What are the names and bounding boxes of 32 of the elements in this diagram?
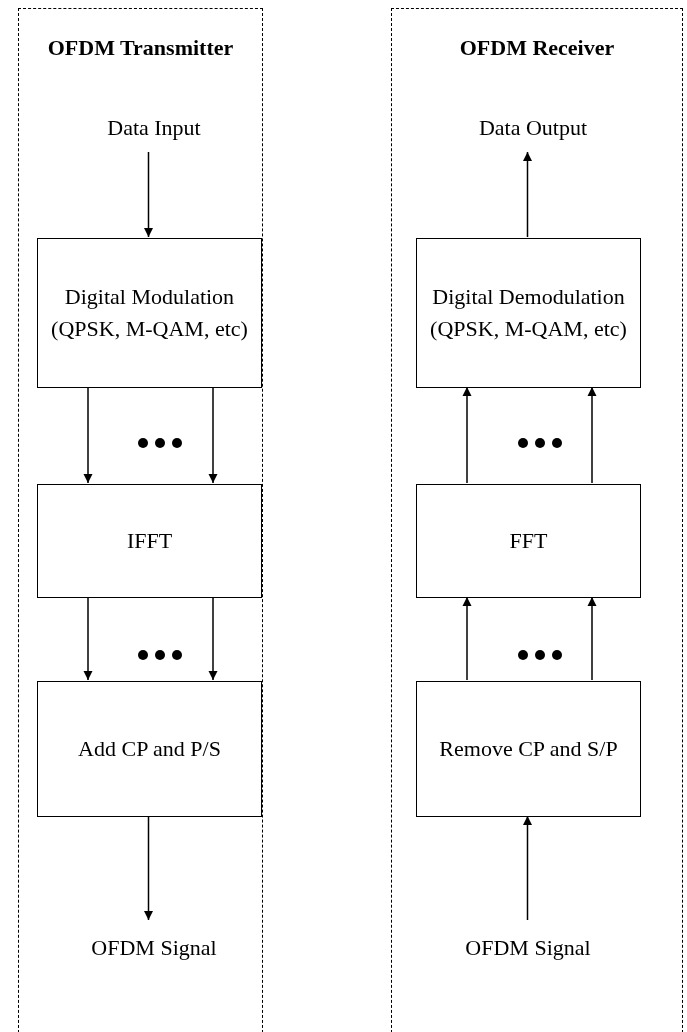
arrow (523, 815, 532, 921)
dashed-panel (391, 8, 683, 1032)
process-box (37, 484, 262, 598)
signal-label: Data Input (59, 109, 249, 145)
process-box (37, 238, 262, 388)
arrow (587, 596, 597, 681)
panel-title: OFDM Transmitter (46, 34, 235, 62)
arrow (83, 386, 93, 484)
arrow (523, 151, 532, 238)
signal-label: OFDM Signal (423, 929, 633, 965)
arrow (144, 151, 153, 238)
process-box (416, 238, 641, 388)
process-box (416, 681, 641, 817)
process-box (416, 484, 641, 598)
panel-title: OFDM Receiver (458, 34, 616, 62)
arrow (462, 596, 472, 681)
arrow (208, 596, 218, 681)
arrow (83, 596, 93, 681)
arrow (144, 815, 153, 921)
signal-label: Data Output (438, 109, 628, 145)
box-text: Add CP and P/S (78, 735, 221, 764)
signal-label: OFDM Signal (49, 929, 259, 965)
box-text: FFT (509, 527, 548, 556)
arrow (462, 386, 472, 484)
arrow (208, 386, 218, 484)
box-text: Remove CP and S/P (439, 735, 618, 764)
process-box (37, 681, 262, 817)
arrow (587, 386, 597, 484)
box-text: Digital Modulation (QPSK, M-QAM, etc) (50, 283, 249, 343)
dashed-panel (18, 8, 263, 1032)
box-text: IFFT (126, 527, 173, 556)
box-text: Digital Demodulation (QPSK, M-QAM, etc) (429, 283, 628, 343)
